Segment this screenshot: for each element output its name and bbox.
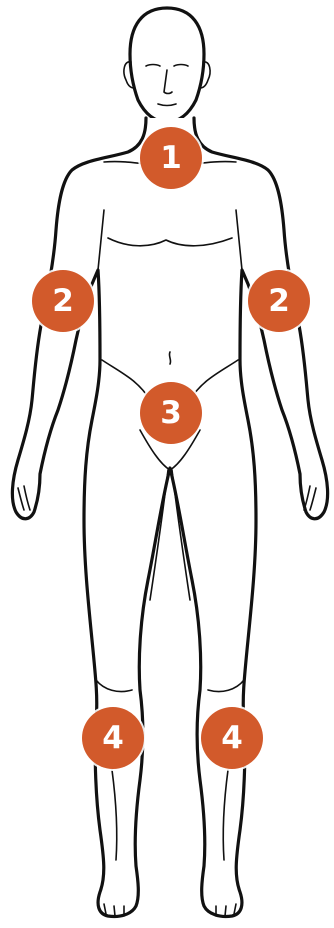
marker-3-groin[interactable]: 3 xyxy=(140,382,202,444)
marker-2-left-arm[interactable]: 2 xyxy=(248,270,310,332)
torso xyxy=(12,118,327,917)
marker-1-neck[interactable]: 1 xyxy=(140,127,202,189)
marker-2-right-arm[interactable]: 2 xyxy=(32,270,94,332)
marker-4-left-knee[interactable]: 4 xyxy=(201,707,263,769)
marker-4-right-knee[interactable]: 4 xyxy=(82,707,144,769)
